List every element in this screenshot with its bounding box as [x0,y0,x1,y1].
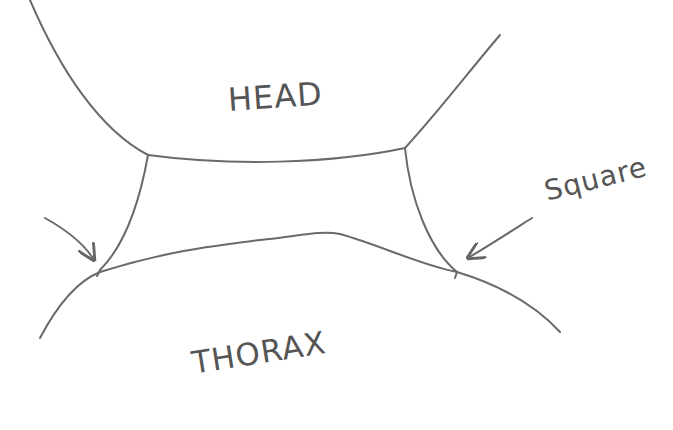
square-right-edge [405,148,457,272]
corner-tick-right [455,272,457,278]
square-left-edge [100,155,148,270]
corner-tick-left [97,270,100,276]
head-outline-right [405,35,500,148]
leader-arrow-square [468,218,532,258]
leader-arrow-left [45,218,94,260]
thorax-label: THORAX [190,327,329,379]
square-label: Square [542,153,650,205]
square-top-edge [148,148,405,162]
head-label: HEAD [227,77,324,116]
head-outline-left [30,0,148,155]
